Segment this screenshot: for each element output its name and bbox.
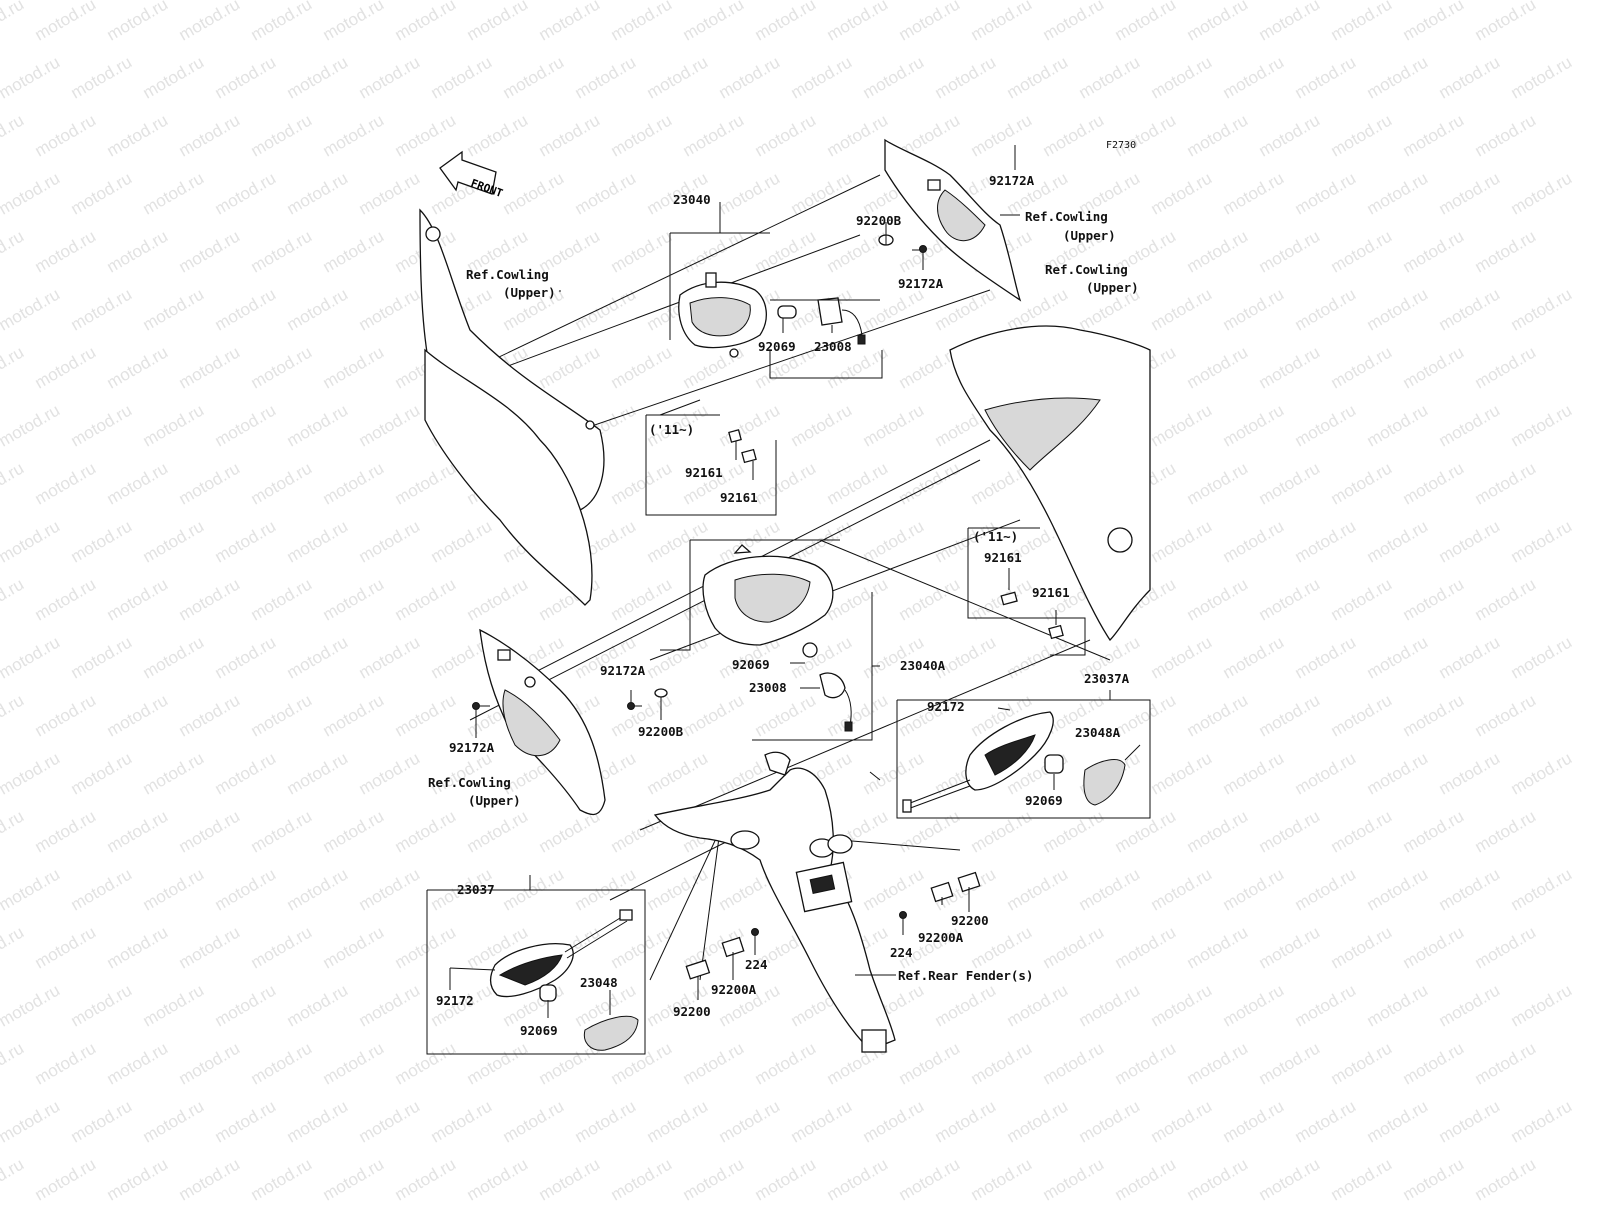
callout-92172a-left: 92172A [449,740,495,755]
callout-92172a-top-right: 92172A [989,173,1035,188]
leader-lines [449,145,1141,1018]
turn-signal-left [449,909,639,1051]
callout-23048: 23048 [580,975,618,990]
callout-92200b-top: 92200B [856,213,902,228]
callout-92200a-a: 92200A [711,982,757,997]
callout-year-11-mid: ('11~) [973,529,1019,544]
callout-92069-mid: 92069 [732,657,770,672]
ref-cowling-upper-2-line1: Ref.Cowling [1025,209,1108,224]
cowling-upper-bottom-left-part [479,628,606,816]
callout-92200-a: 92200 [673,1004,711,1019]
callout-224-b: 224 [890,945,913,960]
figure-code: F2730 [1106,140,1137,151]
callout-23048a: 23048A [1075,725,1121,740]
washer-icon [654,688,668,698]
callout-year-11-top: ('11~) [649,422,695,437]
turn-signal-right [902,707,1126,813]
callout-23037: 23037 [457,882,495,897]
bolt-icon [919,245,927,253]
lens-icon [583,1015,639,1051]
group-brackets [426,202,1151,1055]
callout-92069-top: 92069 [758,339,796,354]
callout-92161-mid-b: 92161 [1032,585,1070,600]
callout-92172a-mid: 92172A [600,663,646,678]
mount-plates-nuts [685,871,981,980]
ref-cowling-upper-2-line2: (Upper) [1063,228,1116,243]
callout-92069-left: 92069 [520,1023,558,1038]
callout-92161-top-b: 92161 [720,490,758,505]
rear-light-assy-middle [472,544,853,732]
callout-23008-top: 23008 [814,339,852,354]
ref-cowling-upper-4-line2: (Upper) [468,793,521,808]
callout-92200a-b: 92200A [918,930,964,945]
socket-icon [817,297,843,326]
ref-cowling-upper-3-line1: Ref.Cowling [1045,262,1128,277]
callout-23040a: 23040A [900,658,946,673]
socket-icon [819,672,846,699]
ref-cowling-upper-1-line1: Ref.Cowling [466,267,549,282]
callout-92172a-top-mid: 92172A [898,276,944,291]
callout-92161-top-a: 92161 [685,465,723,480]
callout-92200b-mid: 92200B [638,724,684,739]
bulb-icon [802,642,818,658]
callout-23037a: 23037A [1084,671,1130,686]
rear-fender-part [653,751,896,1053]
front-arrow-icon: FRONT [439,150,505,200]
callout-92069-right: 92069 [1025,793,1063,808]
cowling-upper-left-part [419,208,605,606]
callout-23040: 23040 [673,192,711,207]
callout-92161-mid-a: 92161 [984,550,1022,565]
rear-light-assy-top [678,234,927,358]
rubber-pads-middle [1000,591,1064,640]
bulb-icon [539,984,557,1002]
lens-icon [1083,759,1126,806]
bolt-icon [627,702,635,710]
ref-cowling-upper-1-line2: (Upper) [503,285,556,300]
ref-rear-fender: Ref.Rear Fender(s) [898,968,1034,983]
bolt-icon [472,702,480,710]
callout-92172-right: 92172 [927,699,965,714]
bulb-icon [777,305,797,319]
rubber-pads-top [728,429,757,464]
cowling-upper-right-part [949,325,1151,642]
cowling-upper-top-right-part [884,138,1022,302]
bulb-icon [1044,754,1064,774]
callout-224-a: 224 [745,957,768,972]
ref-cowling-upper-4-line1: Ref.Cowling [428,775,511,790]
callout-92172-left: 92172 [436,993,474,1008]
callout-23008-mid: 23008 [749,680,787,695]
callout-92200-b: 92200 [951,913,989,928]
ref-cowling-upper-3-line2: (Upper) [1086,280,1139,295]
